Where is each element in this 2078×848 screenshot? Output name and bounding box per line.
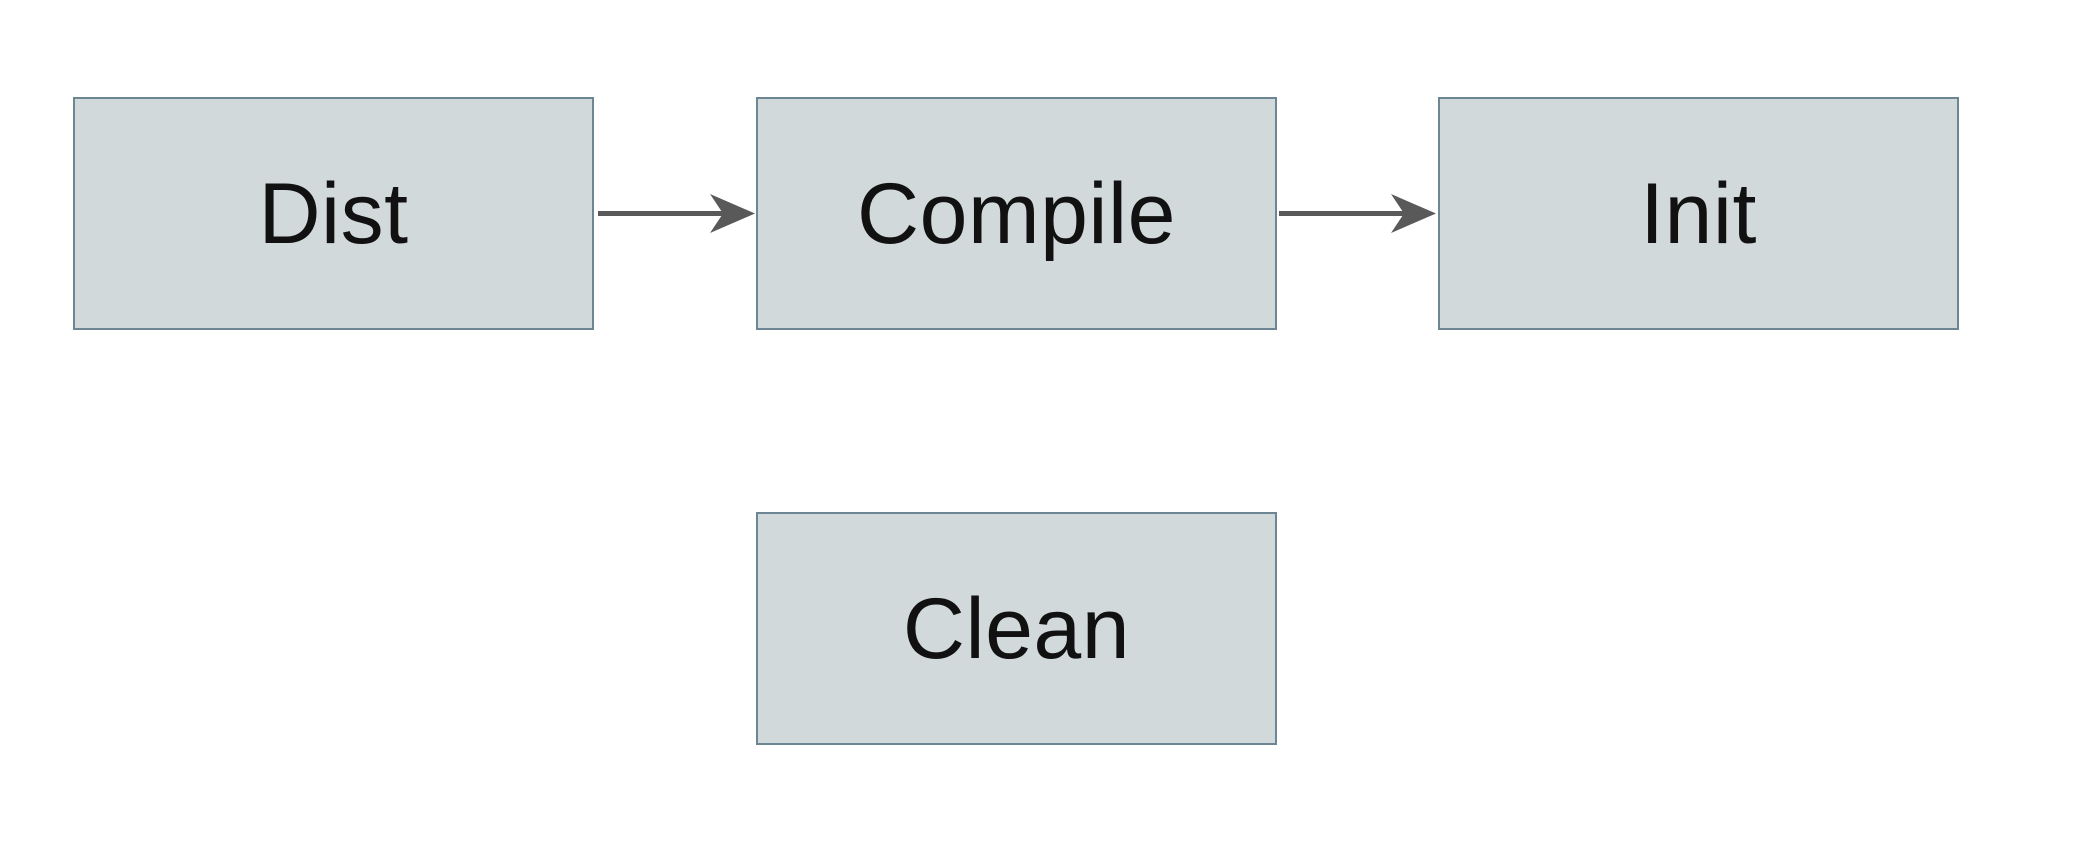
node-dist-label: Dist <box>258 165 409 262</box>
node-clean[interactable]: Clean <box>756 512 1277 745</box>
node-dist[interactable]: Dist <box>73 97 594 330</box>
arrow-compile-to-init[interactable] <box>1279 194 1436 233</box>
node-compile-label: Compile <box>857 165 1176 262</box>
arrow-dist-to-compile[interactable] <box>598 194 755 233</box>
node-clean-label: Clean <box>902 580 1131 677</box>
node-init[interactable]: Init <box>1438 97 1959 330</box>
node-compile[interactable]: Compile <box>756 97 1277 330</box>
node-init-label: Init <box>1640 165 1757 262</box>
